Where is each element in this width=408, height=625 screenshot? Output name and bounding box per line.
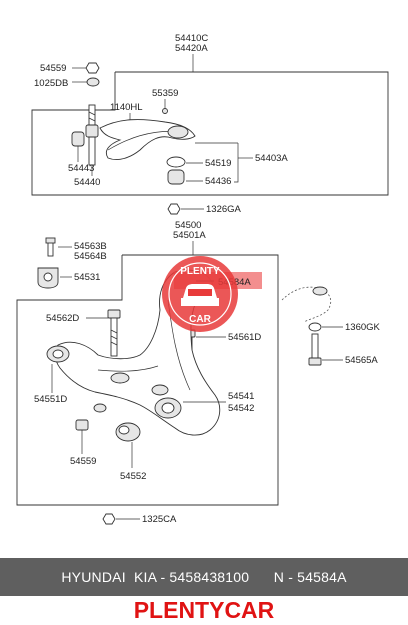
- arm-hole: [110, 372, 130, 384]
- label-54552[interactable]: 54552: [120, 471, 146, 482]
- label-54410c[interactable]: 54410C: [175, 33, 208, 44]
- rear-bushing-hole: [161, 402, 175, 414]
- label-55359[interactable]: 55359: [152, 88, 178, 99]
- knuckle-outline: [281, 286, 332, 323]
- nut-icon: [75, 419, 89, 431]
- label-54564b[interactable]: 54564B: [74, 251, 107, 262]
- bolt-shaft: [110, 317, 118, 357]
- label-54403a[interactable]: 54403A: [255, 153, 288, 164]
- upper-arm-group: 54410C 54420A 54559 1025DB 54443 54440 5…: [31, 33, 389, 196]
- bolt-head: [107, 309, 121, 319]
- label-54500[interactable]: 54500: [175, 220, 201, 231]
- bolt-head: [85, 124, 99, 138]
- bolt-thread: [110, 341, 118, 346]
- lower-arm-rib: [97, 365, 159, 372]
- bracket-line: [234, 143, 239, 183]
- footer-bar: HYUNDAI KIA - 5458438100 N - 54584A: [0, 558, 408, 596]
- label-54562d[interactable]: 54562D: [46, 313, 79, 324]
- label-54561d[interactable]: 54561D: [228, 332, 261, 343]
- label-1360gk[interactable]: 1360GK: [345, 322, 381, 333]
- watermark-top: PLENTY: [180, 266, 220, 277]
- small-bushing-hole: [118, 425, 130, 435]
- label-54531[interactable]: 54531: [74, 272, 100, 283]
- nut-icon: [167, 203, 181, 215]
- bolt-head: [308, 357, 322, 366]
- lower-frame: [16, 254, 279, 506]
- label-1140hl[interactable]: 1140HL: [110, 102, 143, 113]
- car-window: [188, 289, 212, 296]
- label-54420a[interactable]: 54420A: [175, 43, 208, 54]
- bolt-shaft: [311, 333, 319, 361]
- nut-icon: [102, 513, 116, 525]
- knuckle-boss: [312, 286, 328, 296]
- label-54519[interactable]: 54519: [205, 158, 231, 169]
- label-1025db[interactable]: 1025DB: [34, 78, 68, 89]
- part-number-caption: HYUNDAI KIA - 5458438100 N - 54584A: [61, 569, 347, 585]
- label-54542[interactable]: 54542: [228, 403, 254, 414]
- fitting-icon: [162, 108, 168, 114]
- dust-cover-icon: [166, 156, 186, 168]
- label-54563b[interactable]: 54563B: [74, 241, 107, 252]
- seat-icon: [167, 169, 185, 185]
- label-1326ga[interactable]: 1326GA: [206, 204, 242, 215]
- label-54436[interactable]: 54436: [205, 176, 231, 187]
- nut-icon: [308, 322, 322, 332]
- washer-icon: [86, 77, 100, 87]
- bolt-thread: [110, 329, 118, 334]
- bolt-thread: [88, 111, 96, 116]
- watermark-ring: [168, 262, 232, 326]
- label-54559-lower[interactable]: 54559: [70, 456, 96, 467]
- label-54551d[interactable]: 54551D: [34, 394, 67, 405]
- lower-arm-group: 54500 54501A 54563B 54564B 54531 54562D …: [16, 220, 279, 506]
- nut-icon: [85, 62, 100, 74]
- bolt-head: [45, 237, 56, 244]
- brand-name: PLENTYCAR: [133, 597, 275, 623]
- bolt-shaft: [47, 241, 54, 257]
- label-54565a[interactable]: 54565A: [345, 355, 378, 366]
- ball-joint-top: [167, 125, 189, 139]
- bracket-hole: [43, 272, 53, 282]
- label-54501a[interactable]: 54501A: [173, 230, 206, 241]
- bushing-icon: [71, 131, 85, 147]
- front-bushing-hole: [52, 349, 64, 359]
- watermark-bottom: CAR: [189, 314, 211, 325]
- parts-diagram: 54410C 54420A 54559 1025DB 54443 54440 5…: [16, 33, 389, 525]
- upper-frame: [31, 71, 389, 196]
- label-1325ca[interactable]: 1325CA: [142, 514, 177, 525]
- bolt-thread: [88, 117, 96, 122]
- label-54440[interactable]: 54440: [74, 177, 100, 188]
- upper-arm-body: [99, 119, 196, 161]
- arm-hole: [93, 403, 107, 413]
- label-54559-top[interactable]: 54559: [40, 63, 66, 74]
- watermark-logo: PLENTY CAR: [162, 256, 238, 332]
- arm-hole: [151, 384, 169, 396]
- bolt-thread: [110, 335, 118, 340]
- label-54541[interactable]: 54541: [228, 391, 254, 402]
- label-54443[interactable]: 54443: [68, 163, 94, 174]
